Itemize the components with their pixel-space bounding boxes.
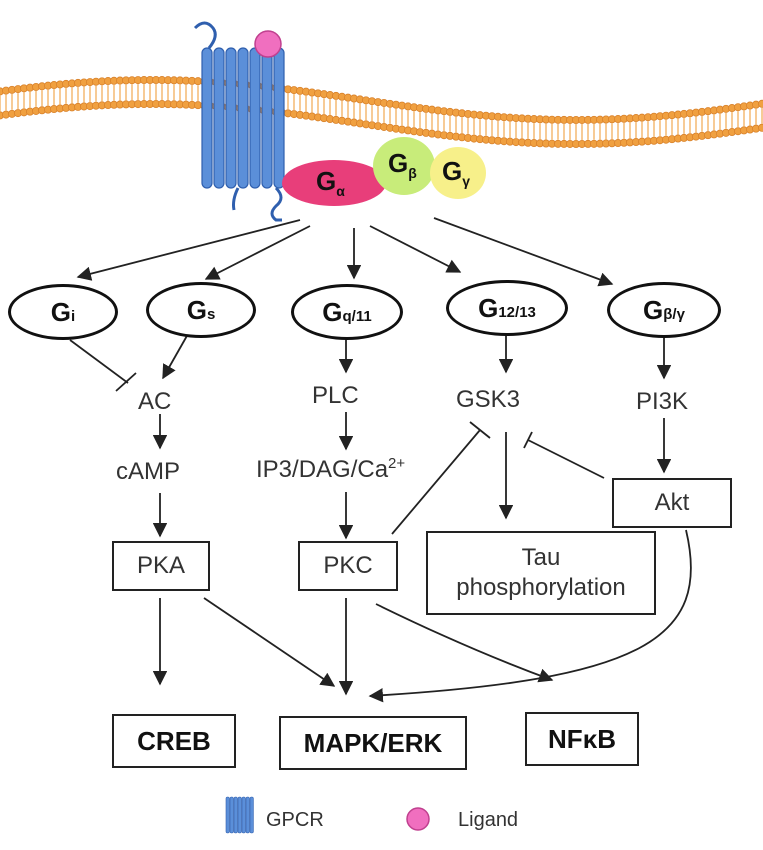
gs-to-ac — [162, 333, 189, 380]
legend-helix — [229, 796, 234, 834]
label-plc: PLC — [312, 382, 359, 409]
box-creb: CREB — [112, 714, 236, 768]
g-beta-letter: G — [388, 148, 409, 178]
gbg-letter: G — [643, 294, 664, 325]
arrow-to-gi — [76, 219, 301, 281]
ligand-legend-icon — [406, 807, 430, 831]
label-camp: cAMP — [116, 458, 181, 485]
legend-helix — [233, 796, 238, 834]
pathway-arrows — [69, 333, 692, 703]
gi-inhibit-bar — [115, 372, 137, 392]
ip3-sup: 2+ — [388, 455, 406, 472]
legend-helix — [241, 796, 246, 834]
arrow-to-g1213 — [369, 225, 462, 273]
akt-to-mapk — [368, 529, 692, 703]
receptor-helix — [237, 47, 249, 189]
gi-sub: i — [71, 307, 76, 325]
gq-letter: G — [322, 296, 343, 327]
tau-line2: phosphorylation — [456, 574, 626, 601]
arrow-to-gs — [204, 225, 311, 280]
pkc-inhibit-bar — [469, 421, 491, 439]
tau-line1: Tau — [521, 544, 561, 571]
receptor-helix — [213, 47, 225, 189]
box-akt: Akt — [612, 478, 732, 528]
g-gamma-sub: γ — [462, 173, 471, 190]
g-alpha-subunit — [282, 160, 386, 206]
legend-helix — [245, 796, 250, 834]
ip3-base: IP3/DAG/Ca — [256, 456, 389, 483]
g-beta-label: Gβ — [388, 148, 417, 181]
receptor-helix — [249, 47, 261, 189]
ligand-circle — [254, 30, 282, 58]
g1213-sub: 12/13 — [498, 303, 536, 321]
cell-membrane — [0, 76, 763, 148]
pkc-to-nfkb — [375, 603, 554, 683]
g-gamma-letter: G — [442, 156, 463, 186]
box-pka: PKA — [112, 541, 210, 591]
legend-gpcr-label: GPCR — [266, 809, 324, 831]
receptor-helix — [273, 47, 285, 189]
gpcr-receptor — [193, 21, 285, 222]
g1213-letter: G — [478, 292, 499, 323]
pkc-inhibits-gsk3 — [391, 429, 481, 535]
g-alpha-sub: α — [336, 183, 345, 200]
box-nfkb: NFκB — [525, 712, 639, 766]
g-beta-sub: β — [408, 165, 417, 182]
receptor-helix — [225, 47, 237, 189]
label-ac: AC — [138, 388, 172, 415]
g-gamma-subunit — [430, 147, 486, 199]
legend-ligand-label: Ligand — [458, 809, 519, 831]
g-alpha-label: Gα — [316, 166, 345, 199]
gs-letter: G — [186, 294, 207, 325]
gq-sub: q/11 — [342, 307, 372, 325]
legend-helix — [237, 796, 242, 834]
akt-inhibit-bar — [523, 431, 533, 449]
g-beta-subunit — [373, 137, 435, 195]
subtype-arrows — [76, 217, 614, 287]
box-tau-phosphorylation: Tau phosphorylation — [426, 531, 656, 615]
gs-sub: s — [206, 305, 216, 323]
receptor-helix — [261, 47, 273, 189]
label-pi3k: PI3K — [636, 388, 689, 415]
legend-helix — [249, 796, 254, 834]
gbg-sub: β/γ — [663, 305, 685, 323]
g-alpha-letter: G — [316, 166, 337, 196]
g-gamma-label: Gγ — [442, 156, 470, 189]
arrow-to-gbg — [433, 217, 614, 287]
box-mapk-erk: MAPK/ERK — [279, 716, 467, 770]
pka-to-mapk — [203, 597, 336, 687]
label-gsk3: GSK3 — [456, 386, 521, 413]
lipid-head — [758, 99, 763, 108]
akt-inhibits-gsk3 — [527, 439, 605, 479]
receptor-helix — [201, 47, 213, 189]
label-ip3-dag-ca: IP3/DAG/Ca2+ — [256, 456, 405, 482]
legend-helix — [225, 796, 230, 834]
box-pkc: PKC — [298, 541, 398, 591]
gi-inhibits-ac — [69, 339, 129, 384]
lipid-head — [758, 123, 763, 132]
gi-letter: G — [50, 296, 72, 327]
gpcr-legend-icon — [225, 796, 254, 834]
